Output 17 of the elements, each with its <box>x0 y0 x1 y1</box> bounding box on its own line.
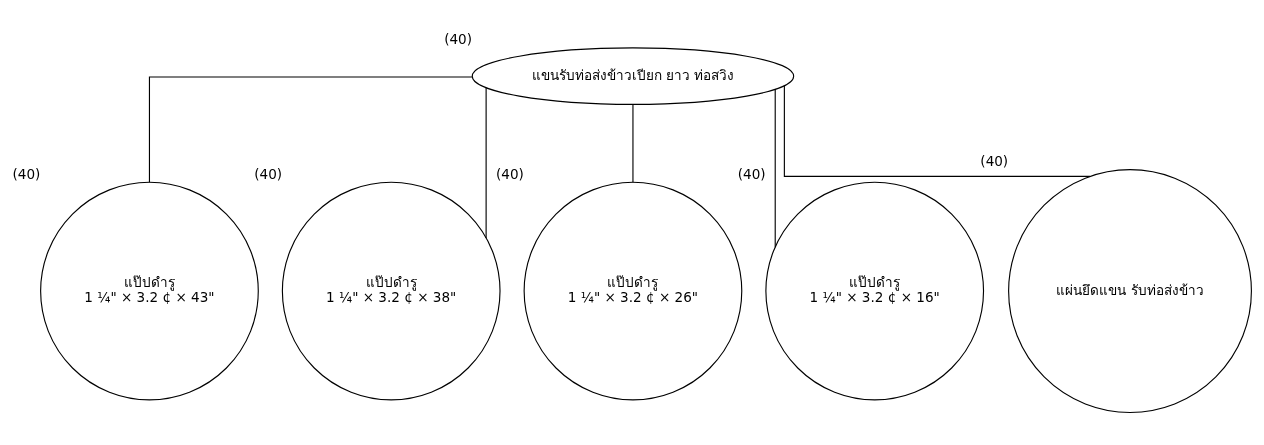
node-ellipse: แขนรับท่อส่งข้าวเปียก ยาว ท่อสวิง <box>471 46 795 105</box>
connector <box>632 103 634 183</box>
node-circle: แป๊ปดำรู 1 ¼" × 3.2 ¢ × 26" <box>523 181 743 400</box>
node-circle: แป๊ปดำรู 1 ¼" × 3.2 ¢ × 38" <box>281 181 501 400</box>
node-circle: แป๊ปดำรู 1 ¼" × 3.2 ¢ × 16" <box>765 181 985 400</box>
connector <box>783 84 1091 177</box>
connector <box>774 88 776 248</box>
node-label: (40) <box>980 152 1009 169</box>
node-circle: แผ่นยึดแขน รับท่อส่งข้าว <box>1008 168 1252 413</box>
node-label: (40) <box>444 30 472 47</box>
connector <box>148 75 473 183</box>
node-label: (40) <box>737 165 766 182</box>
node-label: (40) <box>496 165 524 182</box>
node-circle: แป๊ปดำรู 1 ¼" × 3.2 ¢ × 43" <box>40 181 259 400</box>
node-label: (40) <box>254 165 283 182</box>
connector <box>485 86 487 239</box>
node-label: (40) <box>12 165 41 182</box>
